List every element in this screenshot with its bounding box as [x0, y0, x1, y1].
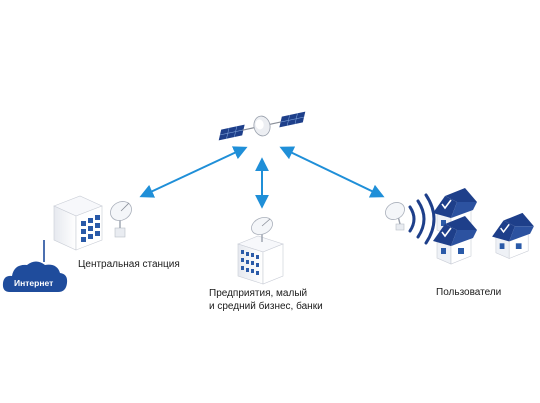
- central-station-label: Центральная станция: [78, 259, 180, 270]
- dish-icon: [110, 201, 132, 238]
- internet-label: Интернет: [14, 278, 54, 288]
- arrow-satellite-users: [279, 146, 385, 198]
- link-arrows: [139, 146, 385, 209]
- satellite-icon: [218, 111, 306, 141]
- business-label-line1: Предприятия, малый: [209, 288, 308, 299]
- users-label: Пользователи: [436, 287, 502, 298]
- business-label-line2: и средний бизнес, банки: [209, 301, 323, 312]
- cloud-icon: [2, 240, 68, 292]
- signal-waves-icon: [408, 193, 436, 245]
- dish-icon: [251, 216, 273, 242]
- dish-icon: [385, 202, 405, 231]
- server-building-icon: [53, 195, 103, 251]
- house-icon: [433, 216, 477, 265]
- office-building-icon: [237, 235, 284, 285]
- arrow-satellite-central: [139, 146, 248, 198]
- business-label: Предприятия, малый и средний бизнес, бан…: [209, 287, 323, 313]
- house-icon: [492, 212, 534, 259]
